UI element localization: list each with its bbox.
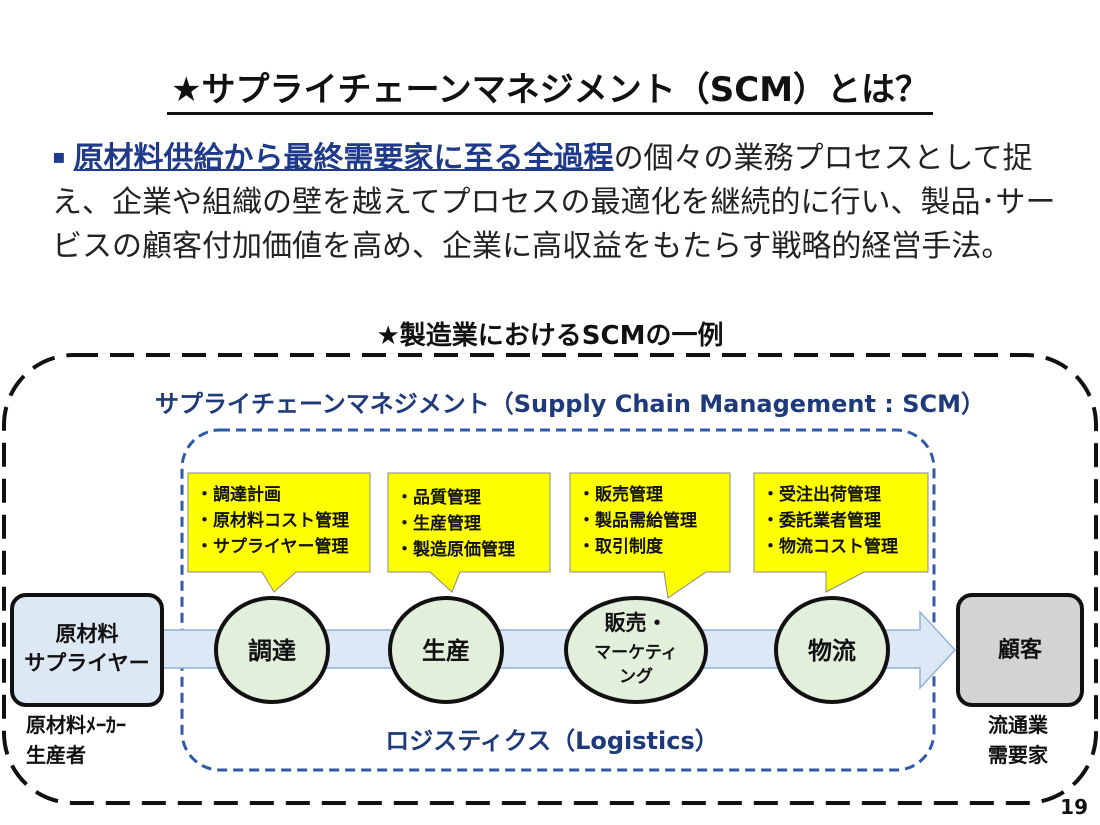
- stage-label: 調達: [248, 637, 296, 665]
- intro-paragraph: ▪ 原材料供給から最終需要家に至る全過程の個々の業務プロセスとして捉え、企業や組織…: [52, 134, 1062, 269]
- supplier-caption: 生産者: [26, 743, 86, 767]
- supplier-label: サプライヤー: [24, 651, 149, 675]
- intro-text: の個々の業務プロセスとして捉え、企業や組織の壁を越えてプロセスの最適化を継続的に…: [52, 141, 1056, 264]
- scm-label: サプライチェーンマネジメント（Supply Chain Management :…: [155, 390, 985, 418]
- page-title: ★サプライチェーンマネジメント（SCM）とは？: [0, 62, 1100, 115]
- logistics-label: ロジスティクス（Logistics）: [385, 727, 719, 755]
- callout-logistics: ・受注出荷管理 ・委託業者管理 ・物流コスト管理: [753, 472, 929, 593]
- callout-item: ・原材料コスト管理: [196, 510, 349, 531]
- stage-label: 販売・: [605, 611, 668, 635]
- supplier-box: [10, 593, 164, 707]
- page-number: 19: [1060, 795, 1088, 819]
- customer-caption: 需要家: [988, 743, 1049, 767]
- callout-production: ・品質管理 ・生産管理 ・製造原価管理: [387, 472, 551, 593]
- callout-procurement: ・調達計画 ・原材料コスト管理 ・サプライヤー管理: [187, 472, 371, 593]
- stage-label: 物流: [808, 637, 856, 665]
- callout-item: ・受注出荷管理: [762, 484, 881, 505]
- callout-item: ・品質管理: [396, 487, 481, 508]
- stage-sales-marketing: [564, 596, 708, 704]
- scm-boundary: [2, 353, 1098, 805]
- intro-highlight: 原材料供給から最終需要家に至る全過程: [73, 141, 614, 176]
- callout-item: ・生産管理: [396, 513, 481, 534]
- stage-logistics: [774, 596, 890, 704]
- stage-label: 生産: [422, 637, 470, 665]
- bullet-icon: ▪: [52, 144, 66, 168]
- callout-item: ・委託業者管理: [762, 510, 881, 531]
- callout-item: ・製造原価管理: [396, 539, 515, 560]
- callout-item: ・販売管理: [578, 484, 663, 505]
- callout-item: ・調達計画: [196, 484, 281, 505]
- logistics-boundary: [180, 428, 936, 772]
- stage-production: [388, 596, 504, 704]
- callout-sales: ・販売管理 ・製品需給管理 ・取引制度: [569, 472, 731, 599]
- customer-box: [956, 593, 1084, 707]
- page-title-text: ★サプライチェーンマネジメント（SCM）とは？: [166, 70, 934, 115]
- callout-item: ・取引制度: [578, 536, 664, 557]
- supplier-caption: 原材料ﾒｰｶｰ: [26, 713, 126, 737]
- supplier-label: 原材料: [56, 622, 119, 646]
- callout-item: ・製品需給管理: [578, 510, 697, 531]
- callout-item: ・物流コスト管理: [762, 536, 898, 557]
- customer-label: 顧客: [998, 637, 1043, 663]
- callout-item: ・サプライヤー管理: [196, 536, 349, 557]
- stage-procurement: [214, 596, 330, 704]
- stage-label: ング: [619, 666, 653, 687]
- diagram-subtitle: ★製造業におけるSCMの一例: [376, 321, 724, 351]
- stage-label: マーケティ: [594, 643, 678, 663]
- customer-caption: 流通業: [988, 713, 1049, 737]
